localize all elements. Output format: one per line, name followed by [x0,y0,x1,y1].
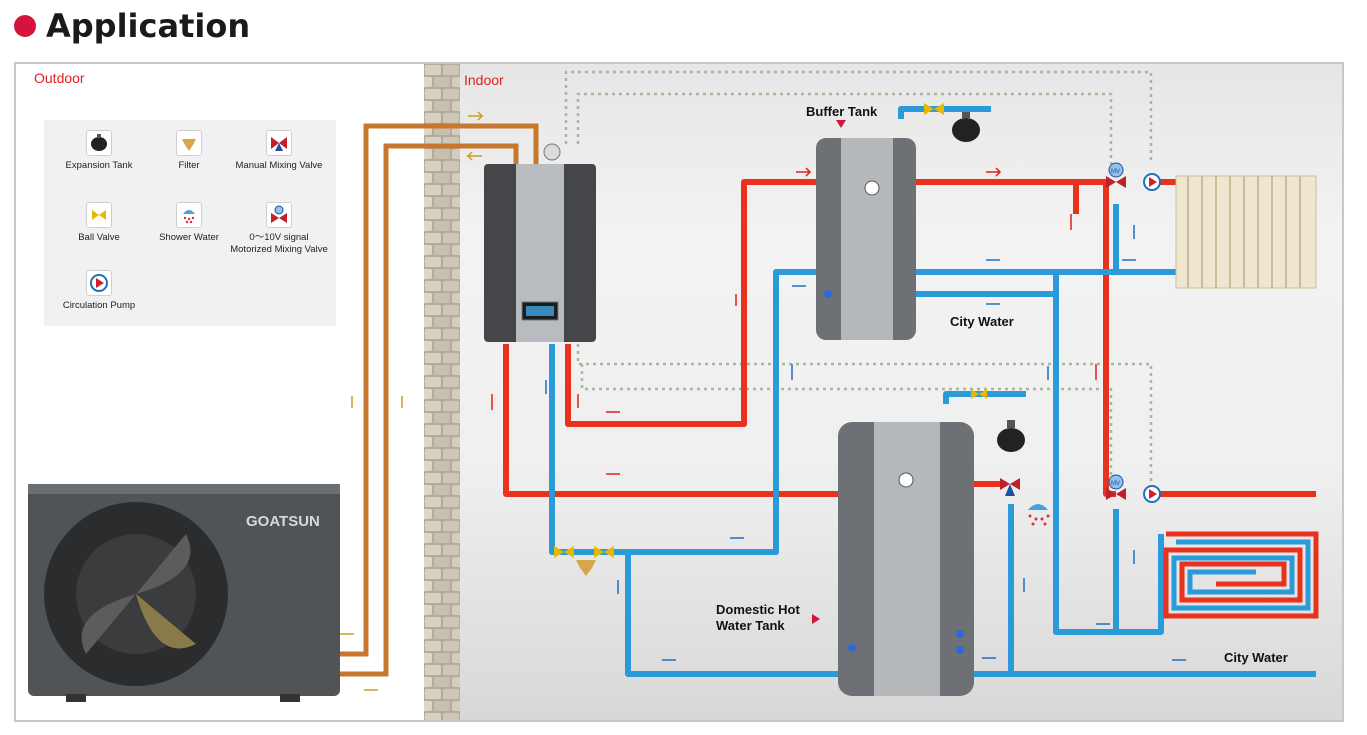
title-bullet-icon [14,15,36,37]
legend-item-motorized-mixing-valve: 0～10V signal Motorized Mixing Valve [224,202,334,256]
dhw-tank-marker-icon [812,614,820,624]
application-diagram: Outdoor Indoor Expansion Tank Filter Man… [14,62,1344,722]
buffer-tank-label: Buffer Tank [806,104,878,119]
legend-item-ball-valve: Ball Valve [44,202,154,244]
legend-item-expansion-tank: Expansion Tank [44,130,154,172]
ball-valve-icon [971,389,987,399]
legend-label: Circulation Pump [62,300,136,311]
brick-pattern-icon [424,64,460,720]
manual-mixing-valve-icon [1000,478,1020,496]
expansion-tank-icon [997,420,1025,452]
motorized-mixing-valve-icon [271,205,287,223]
city-water-label-upper: City Water [950,314,1014,329]
ball-valve-icon [554,546,574,558]
expansion-tank-icon [952,112,980,142]
brick-wall [424,64,460,720]
legend-item-circulation-pump: Circulation Pump [44,270,154,312]
page-title: Application [46,7,251,45]
ball-valve-icon [92,210,106,220]
legend-label: Manual Mixing Valve [235,160,323,171]
legend-item-filter: Filter [134,130,244,172]
domestic-hot-water-tank [838,422,974,696]
legend-item-shower-water: Shower Water [134,202,244,244]
outdoor-label: Outdoor [34,70,85,86]
legend: Expansion Tank Filter Manual Mixing Valv… [44,120,336,326]
motorized-mixing-valve-icon [1106,162,1126,188]
circulation-pump-icon [90,274,108,292]
shower-water-icon [183,210,195,224]
shower-water-icon [1028,504,1050,526]
flow-arrows [491,167,1186,661]
floor-heating-icon [1163,531,1319,619]
refrigerant-lines [336,123,539,677]
ball-valve-icon [924,103,944,115]
buffer-tank-marker-icon [836,120,846,128]
circulation-pump-icon [1143,173,1161,191]
indoor-unit [484,143,596,342]
indoor-label: Indoor [464,72,504,88]
mv-label: MV [1111,481,1120,487]
motorized-mixing-valve-icon [1106,474,1126,500]
filter-icon [182,139,196,151]
heat-pump-unit [28,484,340,702]
dhw-tank-label-line1: Domestic Hot [716,602,800,617]
piping-diagram: GOATSUN [28,70,1319,702]
mv-label: MV [1111,169,1120,175]
circulation-pump-icon [1143,485,1161,503]
legend-label: Shower Water [159,232,219,243]
brand-logo: GOATSUN [246,513,320,530]
dhw-tank-label: Domestic Hot Water Tank [716,602,800,634]
refrigerant-arrows [340,111,484,691]
legend-label: Ball Valve [78,232,120,243]
city-water-label-lower: City Water [1224,650,1288,665]
manual-mixing-valve-icon [271,137,287,151]
radiator-icon [1175,175,1317,289]
legend-label-line2: Motorized Mixing Valve [230,244,328,255]
legend-label: 0～10V signal [249,232,309,243]
cold-water-lines [549,106,1316,677]
ball-valve-icon [594,546,614,558]
expansion-tank-icon [91,134,107,151]
section-title: Application [14,4,250,48]
filter-icon [576,560,596,576]
buffer-tank [816,138,916,340]
legend-item-manual-mixing-valve: Manual Mixing Valve [224,130,334,172]
dhw-tank-label-line2: Water Tank [716,618,785,633]
signal-wires [564,70,1153,484]
legend-label: Filter [178,160,200,171]
legend-label: Expansion Tank [65,160,133,171]
